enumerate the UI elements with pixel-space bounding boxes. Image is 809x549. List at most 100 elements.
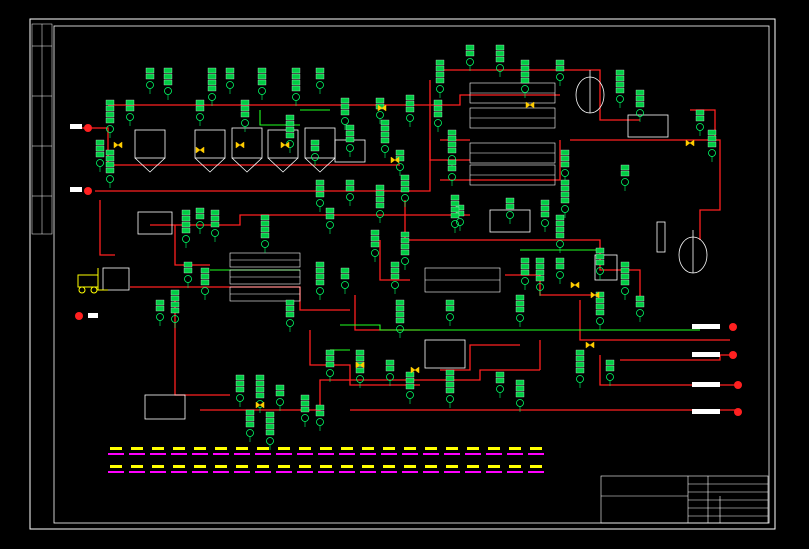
instrument-tag-box	[540, 199, 550, 206]
instrument-tag-box	[445, 381, 455, 388]
legend-marker	[192, 453, 208, 455]
instrument-tag-box	[520, 59, 530, 66]
instrument-tag-box	[310, 145, 320, 152]
legend-tag	[530, 465, 542, 468]
instrument-tag-box	[385, 365, 395, 372]
instrument-tag-box	[155, 305, 165, 312]
instrument-tag-box	[285, 311, 295, 318]
instrument-tag-box	[575, 367, 585, 374]
instrument-tag-box	[345, 185, 355, 192]
instrument-tag-box	[340, 109, 350, 116]
instrument-bubble	[258, 87, 266, 95]
instrument-tag-box	[207, 67, 217, 74]
instrument-tag-box	[163, 73, 173, 80]
instrument-tag-box	[400, 243, 410, 250]
instrument-tag-box	[450, 206, 460, 213]
legend-tag	[257, 465, 269, 468]
instrument-tag-box	[285, 114, 295, 121]
instrument-bubble	[376, 111, 384, 119]
instrument-tag-box	[95, 151, 105, 158]
instrument-tag-box	[620, 261, 630, 268]
instrument-bubble	[196, 113, 204, 121]
legend-marker	[108, 471, 124, 473]
instrument-tag-box	[163, 67, 173, 74]
instrument-tag-box	[240, 99, 250, 106]
instrument-tag-box	[235, 386, 245, 393]
instrument-tag-box	[375, 97, 385, 104]
instrument-tag-box	[405, 94, 415, 101]
instrument-bubble	[346, 193, 354, 201]
instrument-tag-box	[375, 202, 385, 209]
instrument-bubble	[316, 199, 324, 207]
legend-tag	[425, 465, 437, 468]
instrument-bubble	[286, 319, 294, 327]
instrument-tag-box	[555, 59, 565, 66]
instrument-tag-box	[515, 385, 525, 392]
instrument-bubble	[182, 235, 190, 243]
instrument-bubble	[326, 369, 334, 377]
legend-tag	[446, 447, 458, 450]
instrument-tag-box	[515, 306, 525, 313]
legend-marker	[150, 453, 166, 455]
legend-tag	[341, 465, 353, 468]
legend-marker	[192, 471, 208, 473]
valve-icon	[585, 341, 595, 349]
legend-tag	[446, 465, 458, 468]
legend-tag	[194, 465, 206, 468]
legend-marker	[255, 471, 271, 473]
instrument-tag-box	[105, 111, 115, 118]
instrument-tag-box	[520, 65, 530, 72]
instrument-tag-box	[395, 149, 405, 156]
instrument-tag-box	[95, 139, 105, 146]
instrument-tag-box	[560, 197, 570, 204]
instrument-tag-box	[433, 105, 443, 112]
outer-frame	[29, 18, 776, 530]
instrument-tag-box	[390, 273, 400, 280]
instrument-tag-box	[515, 294, 525, 301]
instrument-tag-box	[395, 305, 405, 312]
instrument-tag-box	[291, 85, 301, 92]
heat-exchangers-mid	[229, 252, 501, 302]
instrument-tag-box	[535, 263, 545, 270]
legend-marker	[360, 453, 376, 455]
instrument-bubble	[341, 281, 349, 289]
instrument-bubble	[226, 81, 234, 89]
instrument-bubble	[496, 385, 504, 393]
instrument-tag-box	[405, 100, 415, 107]
instrument-tag-box	[447, 135, 457, 142]
instrument-tag-box	[555, 65, 565, 72]
instrument-bubble	[316, 418, 324, 426]
legend-tag	[299, 447, 311, 450]
instrument-tag-box	[260, 220, 270, 227]
instrument-tag-box	[445, 369, 455, 376]
instrument-tag-box	[620, 267, 630, 274]
instrument-tag-box	[340, 267, 350, 274]
instrument-tag-box	[620, 279, 630, 286]
instrument-tag-box	[315, 67, 325, 74]
instrument-tag-box	[380, 119, 390, 126]
instrument-tag-box	[405, 106, 415, 113]
legend-marker	[486, 453, 502, 455]
instrument-tag-box	[200, 273, 210, 280]
instrument-bubble	[516, 314, 524, 322]
legend-tag	[173, 465, 185, 468]
legend-tag	[362, 447, 374, 450]
instrument-bubble	[401, 257, 409, 265]
legend-marker	[423, 471, 439, 473]
instrument-tag-box	[400, 231, 410, 238]
instrument-tag-box	[275, 390, 285, 397]
legend-tag	[278, 447, 290, 450]
instrument-bubble	[436, 85, 444, 93]
instrument-tag-box	[315, 261, 325, 268]
instrument-tag-box	[155, 299, 165, 306]
instrument-tag-box	[170, 295, 180, 302]
instrument-bubble	[391, 281, 399, 289]
instrument-tag-box	[255, 386, 265, 393]
instrument-tag-box	[315, 73, 325, 80]
instrument-tag-box	[400, 180, 410, 187]
instrument-tag-box	[435, 77, 445, 84]
instrument-bubble	[406, 114, 414, 122]
instrument-tag-box	[170, 307, 180, 314]
instrument-tag-box	[181, 221, 191, 228]
instrument-tag-box	[315, 279, 325, 286]
